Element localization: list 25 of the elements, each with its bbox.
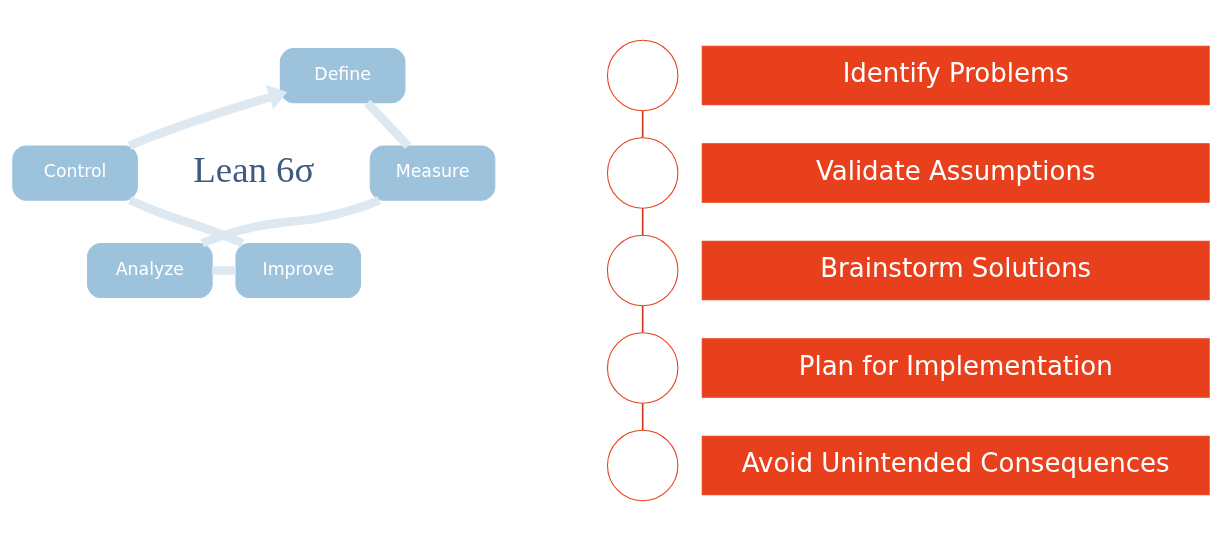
node-circle	[606, 39, 679, 112]
node-box: Analyze	[87, 242, 213, 299]
connector	[641, 207, 644, 236]
node-box: Avoid Unintended Consequences	[701, 435, 1210, 496]
connector	[200, 196, 381, 248]
node-box: Define	[279, 47, 406, 104]
node-circle	[606, 137, 679, 209]
node-box: Plan for Implementation	[701, 338, 1210, 398]
arrow	[127, 84, 288, 150]
node-circle	[606, 332, 679, 404]
node-box: Improve	[235, 242, 362, 299]
connector	[128, 196, 245, 248]
connector	[641, 110, 644, 139]
node-box: Measure	[369, 145, 496, 201]
connector	[641, 402, 644, 431]
connector	[641, 305, 644, 334]
connector	[212, 266, 236, 275]
node-box: Brainstorm Solutions	[701, 240, 1210, 301]
node-box: Identify Problems	[701, 45, 1210, 106]
node-circle	[606, 429, 679, 502]
connector	[364, 99, 412, 149]
node-box: Validate Assumptions	[701, 143, 1210, 203]
label: Lean 6σ	[193, 149, 315, 191]
node-box: Control	[12, 145, 138, 201]
node-circle	[606, 234, 679, 307]
